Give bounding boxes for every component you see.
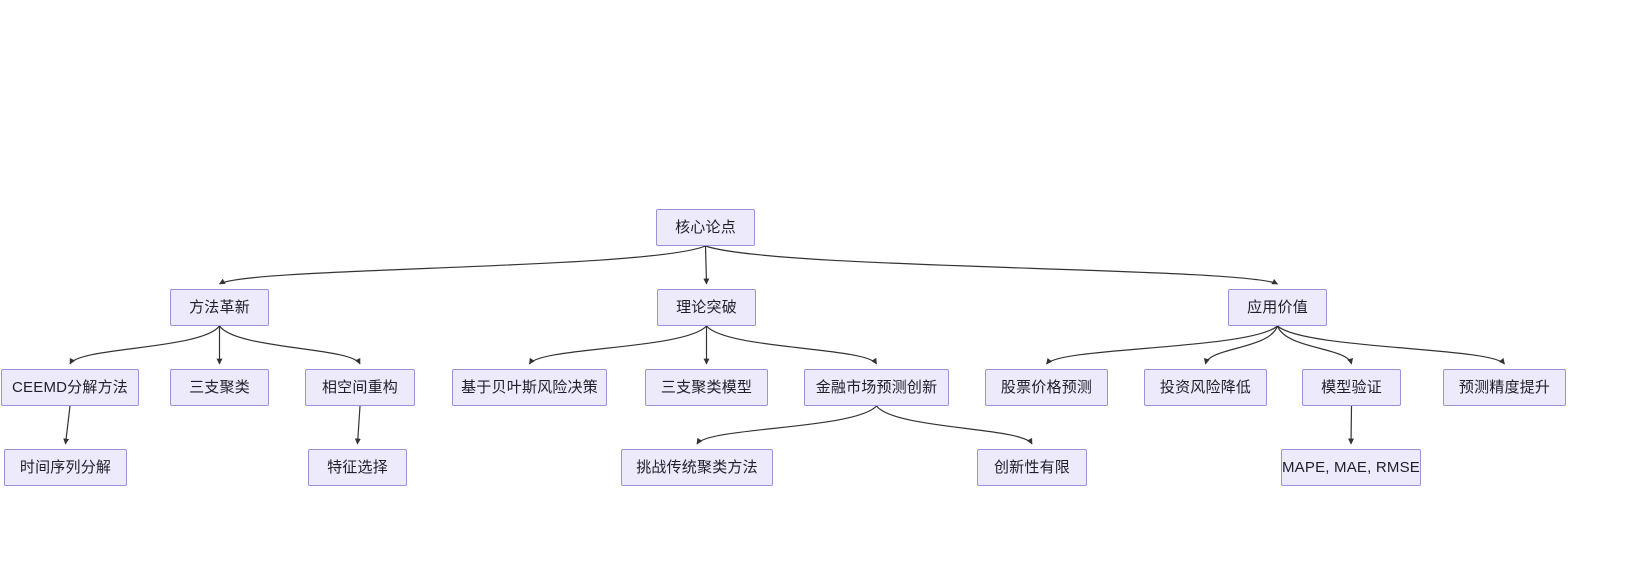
node-stock[interactable]: 股票价格预测: [985, 369, 1108, 406]
node-label: MAPE, MAE, RMSE: [1281, 459, 1421, 476]
node-label: 三支聚类模型: [660, 379, 753, 396]
node-label: 方法革新: [189, 299, 250, 316]
edge-method-to-ceemd: [69, 325, 220, 365]
node-ceemd[interactable]: CEEMD分解方法: [1, 369, 139, 406]
node-label: CEEMD分解方法: [12, 379, 128, 396]
node-label: 金融市场预测创新: [815, 379, 938, 396]
edge-ceemd-to-tsdecomp: [63, 405, 71, 445]
edge-value-to-validate: [1276, 325, 1354, 365]
edge-root-to-value: [705, 245, 1279, 285]
node-finance[interactable]: 金融市场预测创新: [804, 369, 949, 406]
node-label: 相空间重构: [321, 379, 398, 396]
node-label: 三支聚类: [189, 379, 250, 396]
node-label: 应用价值: [1247, 299, 1308, 316]
edge-method-to-phase: [219, 325, 361, 365]
node-label: 核心论点: [675, 219, 736, 236]
node-risk[interactable]: 投资风险降低: [1144, 369, 1267, 406]
node-label: 股票价格预测: [1000, 379, 1093, 396]
node-bayes[interactable]: 基于贝叶斯风险决策: [452, 369, 607, 406]
edge-phase-to-feature: [354, 405, 361, 445]
node-limited[interactable]: 创新性有限: [977, 449, 1087, 486]
node-theory[interactable]: 理论突破: [657, 289, 756, 326]
node-challenge[interactable]: 挑战传统聚类方法: [621, 449, 773, 486]
node-label: 创新性有限: [993, 459, 1070, 476]
edge-finance-to-limited: [876, 405, 1033, 445]
node-validate[interactable]: 模型验证: [1302, 369, 1401, 406]
node-twmodel[interactable]: 三支聚类模型: [645, 369, 768, 406]
node-value[interactable]: 应用价值: [1228, 289, 1327, 326]
edges-group: [63, 245, 1505, 445]
node-feature[interactable]: 特征选择: [308, 449, 407, 486]
node-label: 投资风险降低: [1159, 379, 1252, 396]
edge-value-to-stock: [1046, 325, 1278, 365]
edge-root-to-theory: [703, 245, 710, 285]
edge-validate-to-metrics: [1348, 405, 1355, 445]
node-label: 基于贝叶斯风险决策: [461, 379, 598, 396]
node-root[interactable]: 核心论点: [656, 209, 755, 246]
node-label: 预测精度提升: [1458, 379, 1551, 396]
edge-finance-to-challenge: [696, 405, 877, 445]
edge-value-to-accuracy: [1277, 325, 1505, 365]
node-tsdecomp[interactable]: 时间序列分解: [4, 449, 127, 486]
node-method[interactable]: 方法革新: [170, 289, 269, 326]
edge-root-to-method: [218, 245, 706, 285]
node-label: 理论突破: [676, 299, 737, 316]
node-label: 时间序列分解: [19, 459, 112, 476]
edge-theory-to-finance: [706, 325, 878, 365]
edge-theory-to-bayes: [528, 325, 707, 365]
node-threeway[interactable]: 三支聚类: [170, 369, 269, 406]
node-label: 模型验证: [1321, 379, 1382, 396]
node-metrics[interactable]: MAPE, MAE, RMSE: [1281, 449, 1421, 486]
node-label: 挑战传统聚类方法: [636, 459, 758, 476]
node-label: 特征选择: [327, 459, 388, 476]
edge-value-to-risk: [1203, 325, 1279, 365]
node-accuracy[interactable]: 预测精度提升: [1443, 369, 1566, 406]
node-phase[interactable]: 相空间重构: [305, 369, 415, 406]
